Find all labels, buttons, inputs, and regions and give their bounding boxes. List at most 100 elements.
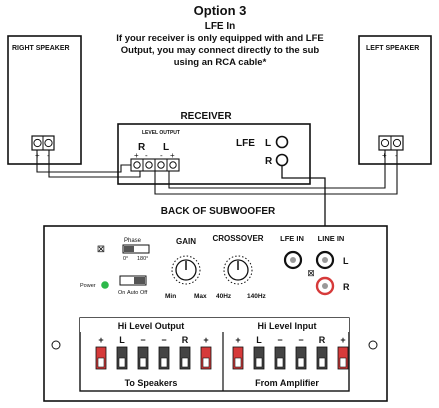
- gain-knob[interactable]: [171, 255, 201, 285]
- receiver-r-minus: -: [145, 151, 148, 160]
- receiver-l-minus-terminal: [157, 161, 165, 169]
- hi-level-output-sign-0: +: [98, 335, 103, 345]
- hi-level-input-terminal-slot-2: [276, 357, 284, 368]
- receiver-lfe-label: LFE: [236, 138, 255, 149]
- right-speaker-plus-terminal: [33, 138, 42, 148]
- subwoofer-panel: ⊠ Phase 0° 180° Power On Auto Off GAIN M…: [43, 225, 388, 402]
- hi-level-input-terminals: [232, 346, 349, 370]
- phase-180-label: 180°: [137, 256, 148, 262]
- hi-level-input-sign-3: −: [298, 335, 303, 345]
- hi-level-output-terminal-slot-4: [181, 357, 189, 368]
- receiver-l-plus-terminal: [169, 161, 177, 169]
- gain-label: GAIN: [176, 237, 196, 246]
- line-in-label: LINE IN: [318, 234, 345, 243]
- hi-level-output-sign-3: −: [161, 335, 166, 345]
- left-speaker-plus-terminal: [380, 138, 390, 148]
- hi-level-output-terminal-slot-2: [139, 357, 147, 368]
- power-auto-label: Auto: [127, 290, 138, 296]
- right-speaker-box: RIGHT SPEAKER + -: [7, 35, 82, 165]
- panel-screw-right: [368, 340, 378, 350]
- crossover-max-label: 140Hz: [247, 293, 267, 300]
- hi-level-input-sign-2: −: [277, 335, 282, 345]
- wire-left-speaker-plus: [168, 150, 386, 189]
- phase-label: Phase: [124, 238, 142, 244]
- crossover-knob[interactable]: [223, 255, 253, 285]
- hi-level-output-terminal-slot-3: [160, 357, 168, 368]
- hi-level-input-terminal-slot-4: [318, 357, 326, 368]
- hi-level-output-signs: + L − − R +: [98, 335, 208, 345]
- hi-level-input-sign-5: +: [340, 335, 345, 345]
- power-off-label: Off: [140, 290, 148, 296]
- receiver-lfe-r-jack: [275, 153, 289, 167]
- power-led: [101, 281, 109, 289]
- wire-right-speaker-minus: [48, 150, 141, 178]
- wire-right-speaker-plus: [36, 150, 131, 173]
- line-in-r-jack-center: [322, 283, 328, 289]
- to-speakers-label: To Speakers: [125, 378, 178, 388]
- hi-level-input-sign-4: R: [319, 335, 326, 345]
- lfe-in-label: LFE IN: [280, 234, 304, 243]
- speaker-wires: [36, 150, 398, 195]
- hi-level-output-terminal-slot-0: [97, 357, 105, 368]
- hi-level-output-sign-1: L: [119, 335, 125, 345]
- power-on-label: On: [118, 290, 125, 296]
- hi-level-input-terminal-slot-0: [234, 357, 242, 368]
- hi-level-output-terminal-slot-1: [118, 357, 126, 368]
- receiver-r-plus-terminal: [133, 161, 141, 169]
- back-of-subwoofer-label: BACK OF SUBWOOFER: [161, 206, 276, 217]
- gain-min-label: Min: [165, 293, 176, 300]
- hi-level-output-terminal-slot-5: [202, 357, 210, 368]
- receiver-level-l-label: L: [163, 142, 169, 153]
- diagram-title: Option 3: [194, 3, 247, 18]
- hi-level-output-sign-5: +: [203, 335, 208, 345]
- crossover-min-label: 40Hz: [216, 293, 232, 300]
- hi-level-input-terminal-slot-1: [255, 357, 263, 368]
- left-speaker-label: LEFT SPEAKER: [366, 45, 419, 52]
- power-mode-switch-knob: [134, 277, 145, 284]
- right-speaker-label: RIGHT SPEAKER: [12, 45, 70, 52]
- panel-screw-left: [51, 340, 61, 350]
- hi-level-output-terminals: [95, 346, 212, 370]
- hi-level-output-label: Hi Level Output: [118, 321, 185, 331]
- from-amplifier-label: From Amplifier: [255, 378, 319, 388]
- hi-level-output-sign-4: R: [182, 335, 189, 345]
- lfe-in-jack-center: [290, 257, 296, 263]
- right-speaker-minus-terminal: [44, 138, 53, 148]
- diagram-subtitle: LFE In: [205, 21, 236, 32]
- receiver-label: RECEIVER: [180, 111, 232, 122]
- phase-switch[interactable]: [122, 244, 150, 254]
- hi-level-input-terminal-slot-5: [339, 357, 347, 368]
- receiver-l-minus: -: [160, 151, 163, 160]
- receiver-box: RECEIVER LEVEL OUTPUT R L + - - + LFE L …: [117, 111, 311, 185]
- note-line-2: Output, you may connect directly to the …: [121, 45, 320, 56]
- crossover-label: CROSSOVER: [212, 234, 263, 243]
- note-line-3: using an RCA cable*: [174, 57, 267, 68]
- level-output-label: LEVEL OUTPUT: [142, 130, 180, 136]
- hi-level-output-sign-2: −: [140, 335, 145, 345]
- hi-level-input-sign-0: +: [235, 335, 240, 345]
- wire-left-speaker-minus: [154, 150, 398, 195]
- power-label: Power: [80, 283, 96, 289]
- screw-icon: ⊠: [307, 268, 315, 278]
- rca-cable: [281, 165, 326, 256]
- phase-switch-knob: [124, 246, 134, 252]
- hi-level-input-label: Hi Level Input: [257, 321, 316, 331]
- receiver-level-r-label: R: [138, 142, 146, 153]
- note-line-1: If your receiver is only equipped with a…: [116, 33, 323, 44]
- receiver-lfe-l-jack: [275, 135, 289, 149]
- screw-icon: ⊠: [97, 244, 105, 255]
- hi-level-input-sign-1: L: [256, 335, 262, 345]
- hi-level-input-signs: + L − − R +: [235, 335, 345, 345]
- receiver-r-minus-terminal: [145, 161, 153, 169]
- receiver-lfe-l-label: L: [265, 138, 271, 149]
- gain-max-label: Max: [194, 293, 207, 300]
- left-speaker-box: LEFT SPEAKER + -: [358, 35, 432, 165]
- receiver-l-plus: +: [170, 151, 175, 160]
- power-mode-switch[interactable]: [119, 275, 147, 286]
- left-speaker-minus-terminal: [392, 138, 402, 148]
- receiver-r-plus: +: [134, 151, 139, 160]
- line-in-r-label: R: [343, 282, 350, 292]
- phase-0-label: 0°: [123, 256, 128, 262]
- hi-level-input-terminal-slot-3: [297, 357, 305, 368]
